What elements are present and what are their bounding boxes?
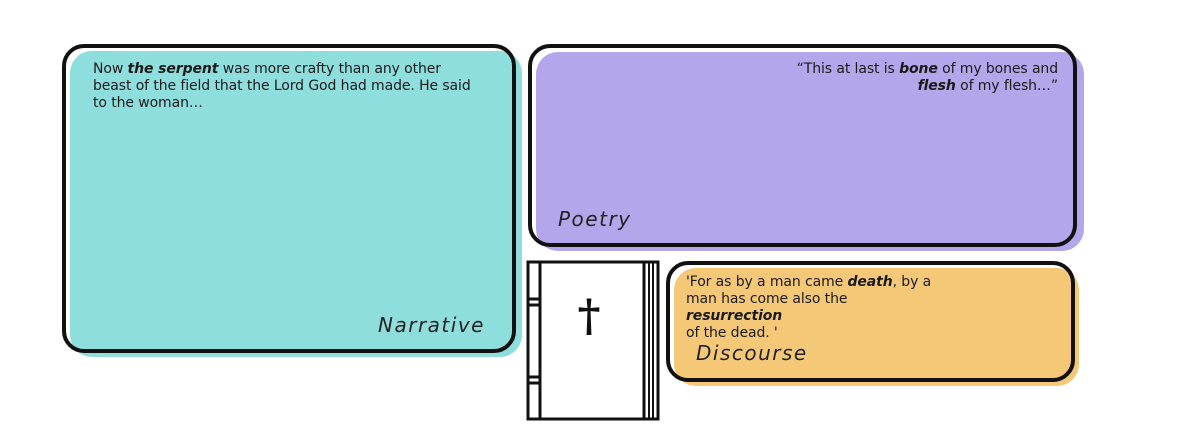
discourse-quote-text: 'For as by a man came	[686, 274, 848, 290]
poetry-quote: “This at last is bone of my bones and fl…	[760, 61, 1058, 95]
poetry-quote-emphasis: bone	[899, 61, 938, 77]
bible-cross-icon: †	[526, 260, 660, 421]
discourse-quote-emphasis: death	[847, 274, 893, 290]
narrative-quote-text: Now	[93, 61, 128, 77]
discourse-label: Discourse	[696, 341, 808, 365]
poetry-quote-text: of my flesh…”	[955, 78, 1058, 94]
narrative-card	[62, 44, 516, 353]
narrative-card-fill	[70, 51, 522, 357]
narrative-quote: Now the serpent was more crafty than any…	[93, 61, 483, 112]
cross-icon: †	[577, 291, 600, 342]
narrative-quote-text: was more crafty than any other beast of …	[93, 61, 471, 111]
poetry-label: Poetry	[558, 207, 632, 231]
narrative-quote-emphasis: the serpent	[127, 61, 219, 77]
narrative-label: Narrative	[378, 313, 485, 337]
discourse-quote-emphasis: resurrection	[686, 308, 783, 324]
discourse-quote-text: , by a man has come also the	[686, 274, 932, 307]
discourse-card	[666, 261, 1075, 382]
discourse-card-fill	[674, 268, 1079, 386]
discourse-quote: 'For as by a man came death, by a man ha…	[686, 274, 946, 342]
poetry-card-fill	[536, 52, 1084, 251]
poetry-quote-text: of my bones and	[937, 61, 1058, 77]
discourse-quote-text: of the dead. '	[686, 325, 778, 341]
poetry-card	[528, 44, 1077, 247]
poetry-quote-text: “This at last is	[796, 61, 900, 77]
poetry-quote-emphasis: flesh	[917, 78, 956, 94]
